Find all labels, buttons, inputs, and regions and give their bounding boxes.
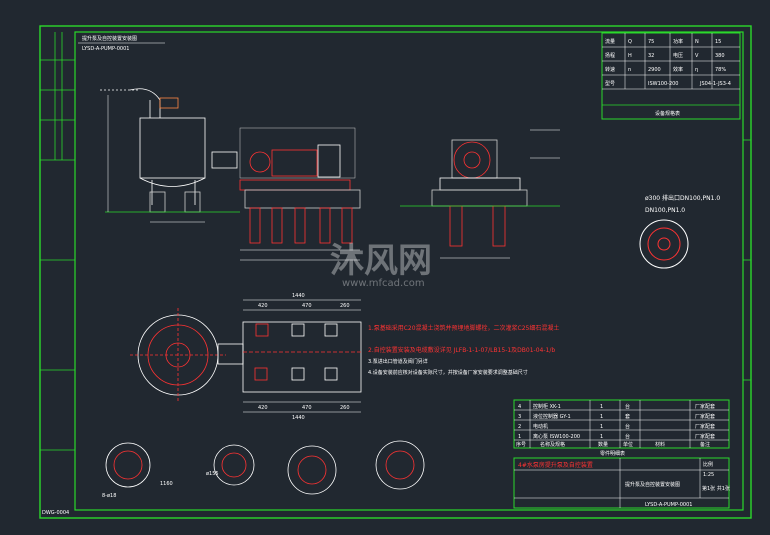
inner-border (74, 31, 744, 511)
svg-text:电压: 电压 (673, 52, 683, 59)
svg-text:流量: 流量 (605, 38, 615, 45)
svg-text:3: 3 (518, 414, 521, 420)
plan-dim-seg3: 260 (340, 303, 350, 309)
svg-text:Q: Q (628, 39, 632, 45)
svg-text:75: 75 (648, 39, 654, 45)
title-drawing-no: LYSD-A-PUMP-0001 (645, 502, 692, 508)
plan-dim-bottom-seg2: 470 (302, 405, 312, 411)
svg-text:1: 1 (600, 404, 603, 410)
svg-text:厂家配套: 厂家配套 (695, 423, 715, 430)
svg-text:厂家配套: 厂家配套 (695, 433, 715, 440)
note-4: 4.设备安装前应核对设备实际尺寸，并按设备厂家安装要求调整基础尺寸 (368, 369, 528, 376)
svg-text:1: 1 (518, 434, 521, 440)
top-left-code: LYSD-A-PUMP-0001 (82, 46, 129, 52)
svg-text:套: 套 (625, 413, 630, 420)
svg-text:1: 1 (600, 424, 603, 430)
plan-dim-total-bottom: 1440 (292, 415, 305, 421)
svg-text:380: 380 (715, 53, 725, 59)
svg-text:H: H (628, 53, 632, 59)
svg-text:名称及规格: 名称及规格 (540, 441, 565, 448)
svg-text:功率: 功率 (673, 38, 683, 45)
svg-text:效率: 效率 (673, 66, 683, 73)
plan-dim-seg2: 470 (302, 303, 312, 309)
svg-text:1: 1 (600, 414, 603, 420)
svg-text:η: η (695, 67, 698, 73)
svg-text:电动机: 电动机 (533, 423, 548, 430)
svg-text:材料: 材料 (655, 441, 665, 448)
svg-text:转速: 转速 (605, 66, 615, 73)
nozzle-note-line2: DN100,PN1.0 (645, 207, 685, 214)
title-sheet: 第1张 共1张 (702, 485, 730, 492)
front-elevation-view (100, 88, 361, 261)
svg-text:1: 1 (600, 434, 603, 440)
svg-text:78%: 78% (715, 67, 726, 73)
watermark-sub: www.mfcad.com (342, 278, 425, 289)
detail2-dim: ø155 (206, 471, 219, 477)
spec-table: 流量 Q 75 功率 N 15 扬程 H 32 电压 V 380 转速 n 29… (601, 32, 741, 120)
svg-text:台: 台 (625, 403, 630, 410)
plan-dim-seg1: 420 (258, 303, 268, 309)
svg-text:V: V (695, 53, 699, 59)
svg-text:备注: 备注 (700, 441, 710, 448)
svg-text:JS04-1-JS3-4: JS04-1-JS3-4 (699, 81, 731, 87)
svg-text:扬程: 扬程 (605, 52, 615, 59)
note-3: 3.泵进出口管道及阀门另详 (368, 358, 428, 365)
title-project: 4#水泵房提升泵及自控装置 (518, 461, 593, 469)
svg-text:台: 台 (625, 423, 630, 430)
discharge-flange-detail (639, 219, 689, 269)
title-drawing-name: 提升泵及自控装置安装图 (625, 481, 680, 488)
svg-text:4: 4 (518, 404, 521, 410)
nozzle-note-line1: ø300 排出口DN100,PN1.0 (645, 194, 720, 202)
plan-view (130, 299, 362, 413)
detail1-bolt: 8-ø18 (102, 493, 116, 499)
bottom-left-code: DWG-0004 (42, 510, 69, 516)
detail1-dim: 1160 (160, 481, 173, 487)
parts-table: 4 控制柜 XK-1 1 台 厂家配套 3 液位控制器 GY-1 1 套 厂家配… (513, 399, 730, 457)
notes-block: 1.泵基础采用C20混凝土浇筑并预埋地脚螺栓，二次灌浆C25细石混凝土 2.自控… (368, 324, 559, 376)
svg-text:ISW100-200: ISW100-200 (648, 81, 678, 87)
svg-text:数量: 数量 (598, 441, 608, 448)
spec-table-caption: 设备规格表 (655, 110, 680, 117)
svg-text:型号: 型号 (605, 80, 615, 87)
svg-text:单位: 单位 (623, 441, 633, 448)
svg-text:厂家配套: 厂家配套 (695, 403, 715, 410)
plan-dim-total-top: 1440 (292, 293, 305, 299)
svg-text:液位控制器 GY-1: 液位控制器 GY-1 (533, 413, 571, 420)
side-elevation-view (400, 129, 560, 259)
svg-text:控制柜 XK-1: 控制柜 XK-1 (533, 403, 561, 410)
svg-text:序号: 序号 (516, 441, 526, 448)
title-scale-value: 1:25 (703, 472, 714, 478)
plan-dim-bottom-seg3: 260 (340, 405, 350, 411)
svg-text:2: 2 (518, 424, 521, 430)
svg-text:15: 15 (715, 39, 721, 45)
parts-table-caption: 零件明细表 (600, 450, 625, 457)
svg-text:32: 32 (648, 53, 654, 59)
svg-text:台: 台 (625, 433, 630, 440)
svg-text:离心泵 ISW100-200: 离心泵 ISW100-200 (533, 433, 580, 440)
watermark-main: 沐风网 (330, 241, 432, 281)
title-scale-label: 比例 (703, 461, 713, 468)
svg-text:n: n (628, 67, 631, 73)
detail-views (105, 440, 425, 495)
svg-text:N: N (695, 39, 699, 45)
top-left-title: 提升泵及自控装置安装图 (82, 35, 137, 42)
note-2: 2.自控装置安装及电缆敷设详见 JLFB-1-1-07/LB15-1及DB01-… (368, 346, 555, 354)
svg-text:厂家配套: 厂家配套 (695, 413, 715, 420)
title-block: 4#水泵房提升泵及自控装置 提升泵及自控装置安装图 比例 1:25 第1张 共1… (513, 457, 730, 509)
plan-dim-bottom-seg1: 420 (258, 405, 268, 411)
svg-text:2900: 2900 (648, 67, 661, 73)
outer-border (39, 25, 752, 519)
note-1: 1.泵基础采用C20混凝土浇筑并预埋地脚螺栓，二次灌浆C25细石混凝土 (368, 324, 559, 332)
